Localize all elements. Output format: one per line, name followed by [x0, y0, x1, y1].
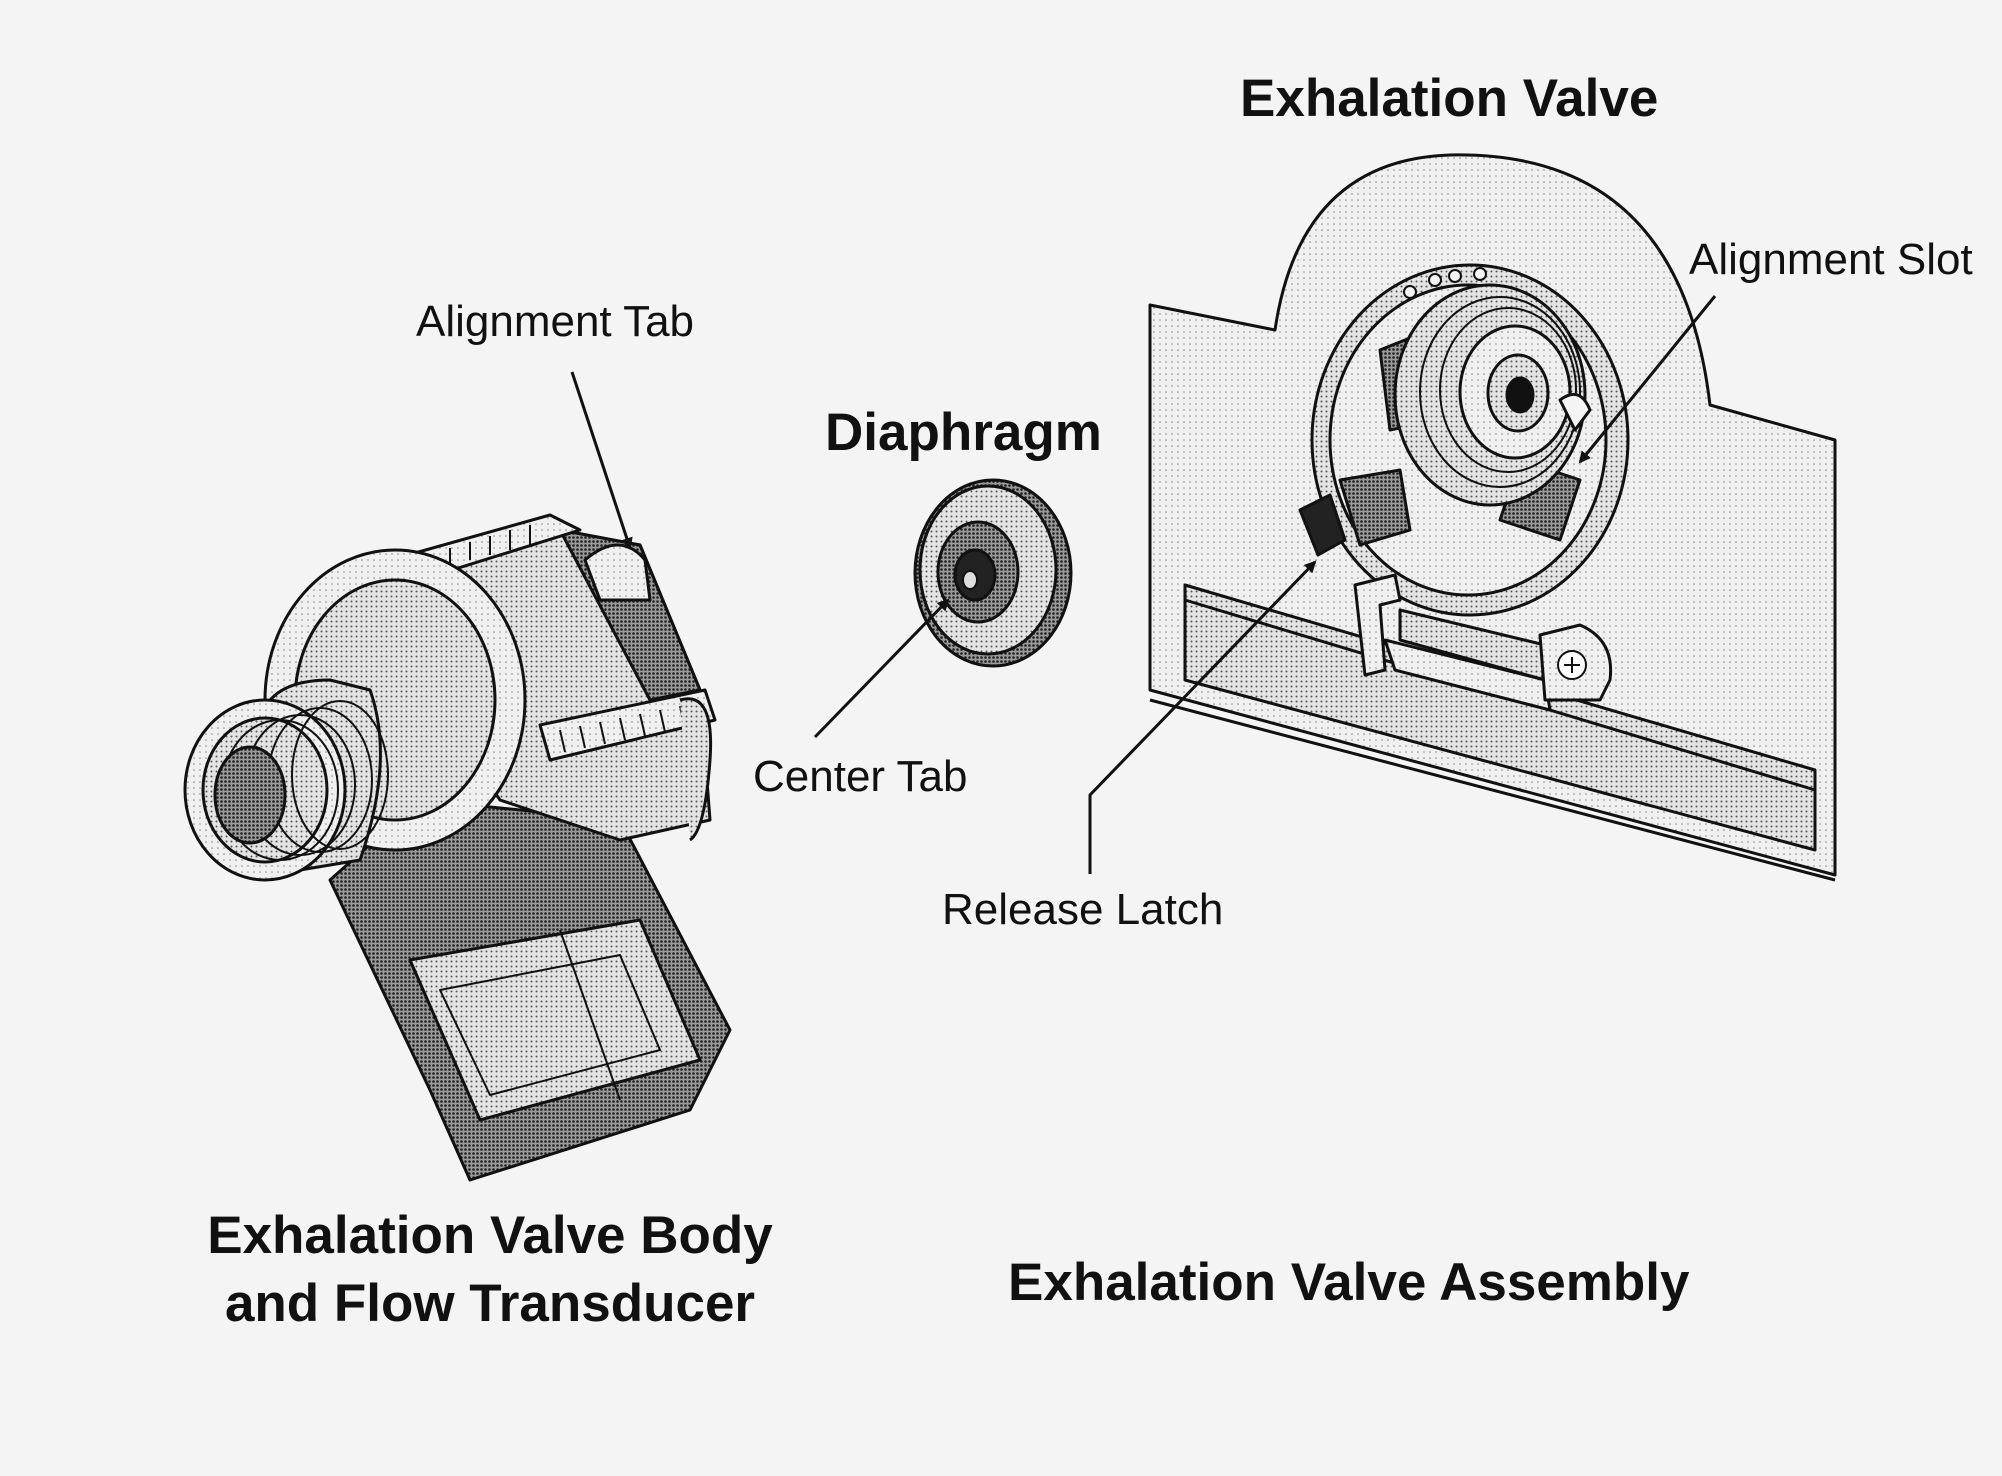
valve-body-caption: Exhalation Valve Body and Flow Transduce… — [190, 1202, 790, 1338]
exhalation-valve-title: Exhalation Valve — [1240, 69, 1659, 128]
exhalation-valve-illustration — [1148, 153, 1837, 882]
release-latch-label: Release Latch — [942, 885, 1224, 934]
leader-lines — [570, 295, 1717, 874]
release-latch-leader — [1088, 560, 1317, 874]
alignment-tab-leader — [570, 371, 633, 550]
center-tab-label: Center Tab — [753, 752, 968, 801]
diaphragm-title: Diaphragm — [825, 403, 1102, 462]
alignment-tab-label: Alignment Tab — [416, 297, 695, 346]
alignment-slot-label: Alignment Slot — [1689, 235, 1973, 284]
valve-body-illustration — [183, 513, 732, 1182]
alignment-slot-leader — [1578, 295, 1717, 464]
diaphragm-illustration — [913, 478, 1073, 668]
valve-assembly-caption: Exhalation Valve Assembly — [1008, 1253, 1690, 1312]
valve-body-caption-line-1: Exhalation Valve Body — [207, 1206, 773, 1265]
center-tab-leader — [813, 598, 950, 739]
valve-body-caption-line-2: and Flow Transducer — [224, 1273, 756, 1333]
